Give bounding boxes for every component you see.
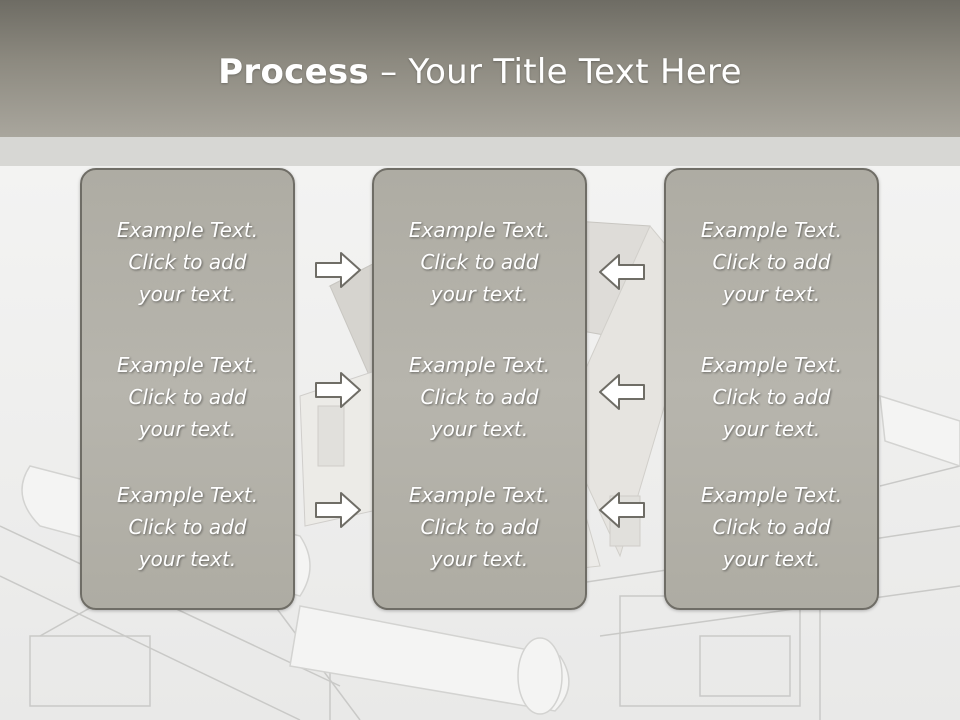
panel-text-block[interactable]: Example Text. Click to add your text. — [666, 349, 877, 445]
text-line: Example Text. — [408, 353, 551, 377]
text-line: your text. — [138, 282, 237, 306]
text-line: Example Text. — [116, 353, 259, 377]
text-line: your text. — [138, 417, 237, 441]
text-line: your text. — [722, 417, 821, 441]
panel-text-block[interactable]: Example Text. Click to add your text. — [374, 349, 585, 445]
text-line: Click to add — [128, 385, 247, 409]
title-rest: Your Title Text Here — [408, 52, 742, 92]
text-line: Example Text. — [700, 483, 843, 507]
text-line: Example Text. — [408, 483, 551, 507]
arrow-left-icon — [599, 492, 645, 528]
process-panel-center[interactable]: Example Text. Click to add your text. Ex… — [372, 168, 587, 610]
title-bar: Process – Your Title Text Here — [0, 0, 960, 137]
text-line: your text. — [722, 282, 821, 306]
title-dash: – — [369, 52, 409, 92]
text-line: your text. — [722, 547, 821, 571]
text-line: your text. — [430, 417, 529, 441]
text-line: Example Text. — [116, 218, 259, 242]
text-line: Click to add — [712, 515, 831, 539]
text-line: Click to add — [420, 515, 539, 539]
process-panel-left[interactable]: Example Text. Click to add your text. Ex… — [80, 168, 295, 610]
text-line: Click to add — [128, 250, 247, 274]
text-line: Click to add — [420, 385, 539, 409]
arrow-right-icon — [315, 492, 361, 528]
arrow-left-icon — [599, 254, 645, 290]
subtitle-strip — [0, 137, 960, 166]
panel-text-block[interactable]: Example Text. Click to add your text. — [666, 479, 877, 575]
panel-text-block[interactable]: Example Text. Click to add your text. — [82, 479, 293, 575]
arrow-left-icon — [599, 374, 645, 410]
text-line: Example Text. — [408, 218, 551, 242]
text-line: Click to add — [712, 385, 831, 409]
process-panel-right[interactable]: Example Text. Click to add your text. Ex… — [664, 168, 879, 610]
panel-text-block[interactable]: Example Text. Click to add your text. — [666, 214, 877, 310]
text-line: your text. — [430, 547, 529, 571]
slide-title[interactable]: Process – Your Title Text Here — [0, 52, 960, 92]
arrow-right-icon — [315, 372, 361, 408]
title-bold: Process — [218, 52, 370, 92]
text-line: your text. — [430, 282, 529, 306]
text-line: Click to add — [128, 515, 247, 539]
text-line: Click to add — [420, 250, 539, 274]
text-line: Example Text. — [116, 483, 259, 507]
text-line: Example Text. — [700, 353, 843, 377]
panel-text-block[interactable]: Example Text. Click to add your text. — [374, 479, 585, 575]
text-line: Example Text. — [700, 218, 843, 242]
panel-text-block[interactable]: Example Text. Click to add your text. — [374, 214, 585, 310]
panel-text-block[interactable]: Example Text. Click to add your text. — [82, 214, 293, 310]
panel-text-block[interactable]: Example Text. Click to add your text. — [82, 349, 293, 445]
text-line: your text. — [138, 547, 237, 571]
text-line: Click to add — [712, 250, 831, 274]
arrow-right-icon — [315, 252, 361, 288]
